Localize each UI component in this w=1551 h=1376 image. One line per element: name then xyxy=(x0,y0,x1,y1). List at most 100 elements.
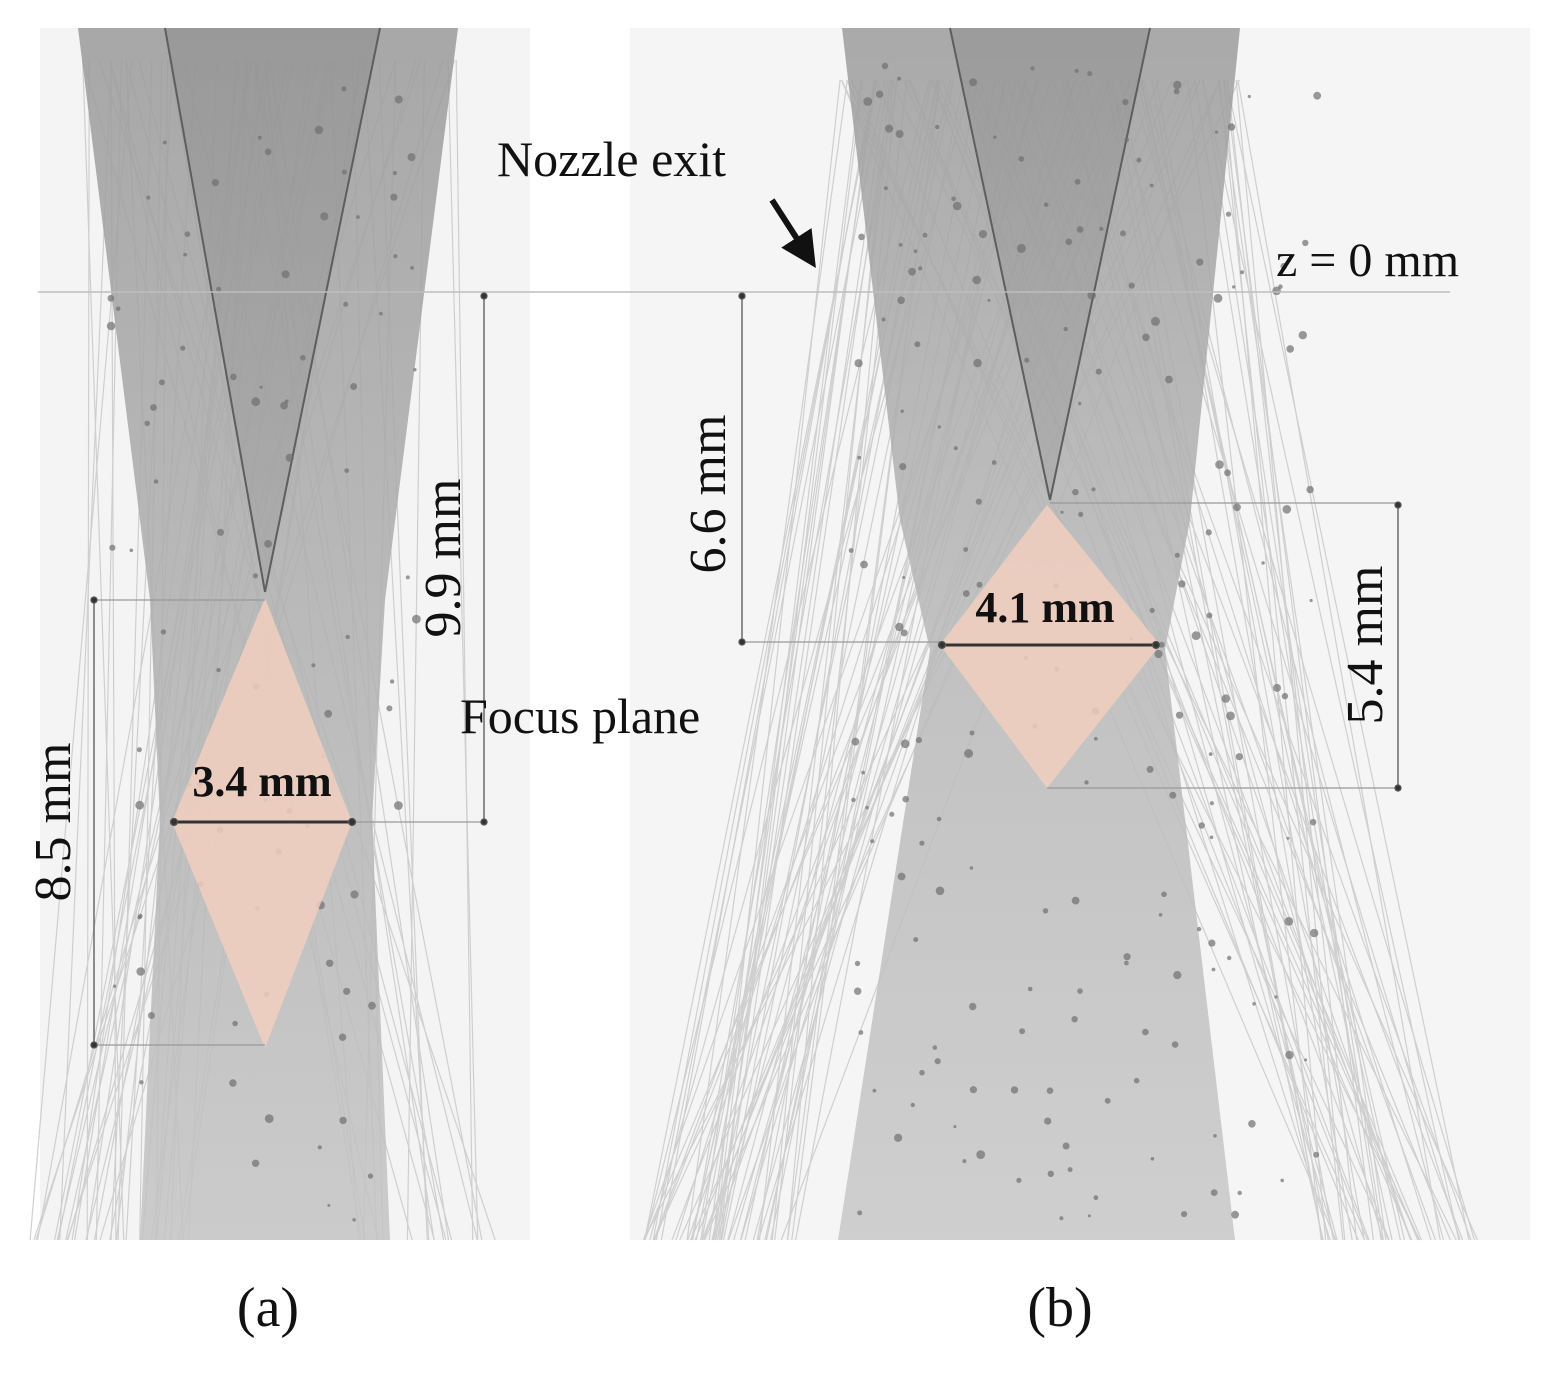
particle-trace xyxy=(1235,79,1346,1241)
droplet-dot xyxy=(900,629,908,637)
droplet-dot xyxy=(1306,485,1314,494)
droplet-dot xyxy=(1074,178,1081,185)
droplet-dot xyxy=(883,186,888,191)
droplet-dot xyxy=(311,663,316,668)
droplet-dot xyxy=(1181,1211,1188,1218)
droplet-dot xyxy=(1104,1097,1111,1104)
droplet-dot xyxy=(1214,130,1219,134)
droplet-dot xyxy=(951,196,956,202)
droplet-dot xyxy=(854,987,862,995)
droplet-dot xyxy=(162,140,167,145)
droplet-dot xyxy=(324,709,333,718)
droplet-dot xyxy=(953,446,958,451)
particle-trace xyxy=(59,59,113,1241)
droplet-dot xyxy=(1210,1189,1218,1196)
droplet-dot xyxy=(1062,1142,1070,1150)
droplet-dot xyxy=(858,233,865,241)
particle-trace xyxy=(715,79,889,1241)
droplet-dot xyxy=(863,97,873,106)
droplet-dot xyxy=(1093,1195,1099,1201)
droplet-dot xyxy=(1161,891,1167,898)
droplet-dot xyxy=(1095,368,1102,375)
droplet-dot xyxy=(109,544,116,551)
droplet-dot xyxy=(1133,1077,1140,1084)
droplet-dot xyxy=(107,294,115,302)
particle-trace xyxy=(771,79,891,1241)
droplet-dot xyxy=(1205,529,1212,536)
panel-b-jet-core xyxy=(950,28,1150,500)
droplet-dot xyxy=(969,1086,978,1094)
droplet-dot xyxy=(352,1218,356,1222)
droplet-dot xyxy=(1209,835,1214,840)
droplet-dot xyxy=(870,839,875,844)
droplet-dot xyxy=(407,153,416,162)
droplet-dot xyxy=(264,148,272,156)
droplet-dot xyxy=(345,634,350,640)
panel-a-dimensions xyxy=(90,292,488,1049)
droplet-dot xyxy=(976,1150,986,1159)
panel-a-caption: (a) xyxy=(237,1277,299,1339)
droplet-dot xyxy=(858,1030,864,1035)
droplet-dot xyxy=(138,913,143,919)
droplet-dot xyxy=(1247,94,1251,99)
particle-trace xyxy=(86,59,90,1241)
droplet-dot xyxy=(410,266,414,270)
droplet-dot xyxy=(1128,282,1135,289)
droplet-dot xyxy=(963,547,969,552)
droplet-dot xyxy=(1043,202,1049,207)
particle-trace xyxy=(1201,79,1460,1241)
droplet-dot xyxy=(848,548,854,553)
droplet-dot xyxy=(1158,913,1163,917)
droplet-dot xyxy=(1151,316,1160,326)
droplet-dot xyxy=(969,866,974,870)
particle-trace xyxy=(720,79,893,1241)
droplet-dot xyxy=(1274,995,1278,999)
droplet-dot xyxy=(919,840,925,846)
droplet-dot xyxy=(881,62,889,70)
droplet-dot xyxy=(857,455,862,460)
droplet-dot xyxy=(972,275,981,285)
panel-a xyxy=(29,27,530,1241)
particle-trace xyxy=(700,79,878,1241)
panel-b-focus-width-label: 4.1 mm xyxy=(975,583,1114,632)
droplet-dot xyxy=(1047,1170,1055,1178)
droplet-dot xyxy=(252,573,259,579)
panel-b-dimensions xyxy=(738,292,1402,792)
panel-a-focus-width-label: 3.4 mm xyxy=(192,757,331,806)
droplet-dot xyxy=(1225,211,1232,217)
droplet-dot xyxy=(1231,1210,1239,1219)
droplet-dot xyxy=(317,1145,322,1150)
droplet-dot xyxy=(1046,1087,1054,1094)
droplet-dot xyxy=(1302,239,1309,247)
droplet-dot xyxy=(915,737,923,744)
droplet-dot xyxy=(952,201,962,211)
z-zero-label: z = 0 mm xyxy=(1276,234,1459,287)
droplet-dot xyxy=(341,86,347,92)
droplet-dot xyxy=(386,705,393,712)
droplet-dot xyxy=(900,739,910,749)
droplet-dot xyxy=(1235,753,1243,761)
droplet-dot xyxy=(1087,71,1093,77)
droplet-dot xyxy=(976,581,983,588)
focus-plane-label: Focus plane xyxy=(460,688,700,744)
droplet-dot xyxy=(1019,1028,1026,1035)
droplet-dot xyxy=(934,1058,941,1065)
droplet-dot xyxy=(136,747,142,753)
droplet-dot xyxy=(1078,401,1082,406)
particle-trace xyxy=(712,79,841,1241)
droplet-dot xyxy=(897,296,905,305)
droplet-dot xyxy=(300,355,306,361)
droplet-dot xyxy=(1142,1028,1149,1036)
droplet-dot xyxy=(936,816,942,822)
droplet-dot xyxy=(865,805,869,810)
droplet-dot xyxy=(937,425,941,429)
droplet-dot xyxy=(1169,791,1177,799)
droplet-dot xyxy=(902,795,909,803)
droplet-dot xyxy=(861,770,865,775)
droplet-dot xyxy=(1173,80,1182,90)
droplet-dot xyxy=(1042,908,1049,914)
droplet-dot xyxy=(897,872,906,881)
panel-a-focus-length-label: 9.9 mm xyxy=(415,479,472,638)
droplet-dot xyxy=(1224,469,1231,477)
droplet-dot xyxy=(913,249,918,253)
